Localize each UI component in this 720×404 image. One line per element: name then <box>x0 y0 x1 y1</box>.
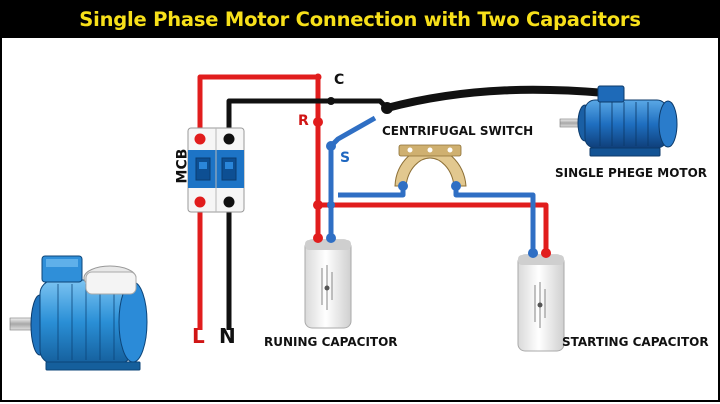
live-label: L <box>192 324 205 348</box>
running-capacitor-label: RUNING CAPACITOR <box>264 335 398 349</box>
diagram-frame <box>0 38 720 402</box>
title-bar: Single Phase Motor Connection with Two C… <box>0 0 720 38</box>
starting-capacitor-label: STARTING CAPACITOR <box>562 335 709 349</box>
terminal-s-label: S <box>340 150 351 166</box>
centrifugal-switch-label: CENTRIFUGAL SWITCH <box>382 124 534 138</box>
blue-start-wire <box>328 115 536 252</box>
motor-label: SINGLE PHEGE MOTOR <box>555 166 708 180</box>
junction-points <box>313 73 393 210</box>
red-live-wire <box>197 74 549 330</box>
single-phase-motor <box>559 85 678 157</box>
motor-illustration <box>9 255 148 371</box>
diagram-title: Single Phase Motor Connection with Two C… <box>79 7 641 31</box>
neutral-label: N <box>219 324 236 348</box>
running-capacitor <box>304 233 352 329</box>
starting-capacitor <box>517 248 565 352</box>
mcb-breaker <box>187 127 245 213</box>
centrifugal-switch <box>394 144 467 191</box>
terminal-c-label: C <box>334 72 345 88</box>
terminal-r-label: R <box>298 113 309 129</box>
mcb-label: MCB <box>174 148 191 184</box>
